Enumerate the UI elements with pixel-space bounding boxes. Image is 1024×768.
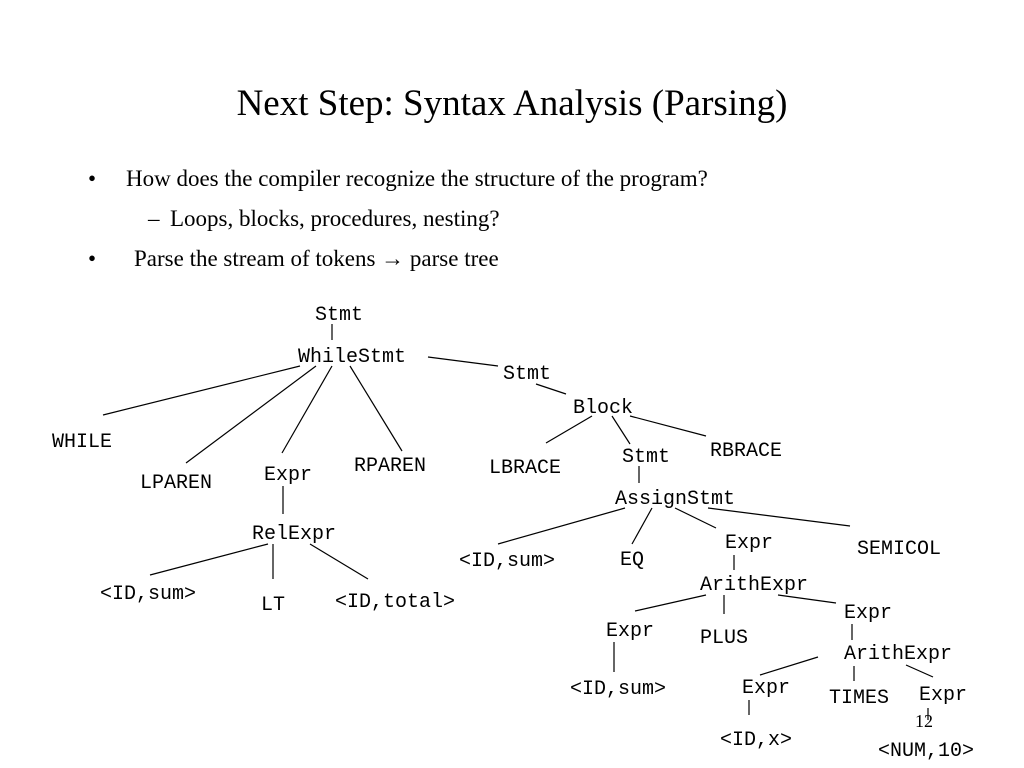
bullet-marker-3: • — [88, 246, 97, 271]
slide-title: Next Step: Syntax Analysis (Parsing) — [236, 83, 788, 124]
node-expr-assign: Expr — [725, 532, 773, 555]
node-num-10: <NUM,10> — [878, 740, 974, 763]
node-expr-left: Expr — [606, 620, 654, 643]
bullet-text-3: Parse the stream of tokens → parse tree — [134, 246, 499, 271]
node-while: WHILE — [52, 431, 112, 454]
node-expr-x: Expr — [742, 677, 790, 700]
node-assignstmt: AssignStmt — [615, 488, 735, 511]
node-expr-cond: Expr — [264, 464, 312, 487]
tree-edges — [102, 324, 934, 720]
node-whilestmt: WhileStmt — [298, 346, 406, 369]
node-id-sum-assign: <ID,sum> — [459, 550, 555, 573]
node-relexpr: RelExpr — [252, 523, 336, 546]
node-arithexpr-1: ArithExpr — [700, 574, 808, 597]
node-id-sum-rel: <ID,sum> — [100, 583, 196, 606]
page-number: 12 — [915, 711, 933, 731]
node-lparen: LPAREN — [140, 472, 212, 495]
node-id-sum-arith: <ID,sum> — [570, 678, 666, 701]
node-rbrace: RBRACE — [710, 440, 782, 463]
node-stmt-inner: Stmt — [622, 446, 670, 469]
node-expr-num: Expr — [919, 684, 967, 707]
tree-nodes: Stmt WhileStmt WHILE LPAREN Expr RPAREN … — [52, 304, 974, 763]
node-semicol: SEMICOL — [857, 538, 941, 561]
bullet-text-2: Loops, blocks, procedures, nesting? — [170, 206, 500, 231]
node-id-total: <ID,total> — [335, 591, 455, 614]
node-stmt-root: Stmt — [315, 304, 363, 327]
node-arithexpr-2: ArithExpr — [844, 643, 952, 666]
node-expr-right: Expr — [844, 602, 892, 625]
node-block: Block — [573, 397, 633, 420]
node-lt: LT — [261, 594, 285, 617]
bullet-marker-1: • — [88, 166, 97, 191]
node-rparen: RPAREN — [354, 455, 426, 478]
bullet-marker-2: – — [148, 206, 160, 231]
node-times: TIMES — [829, 687, 889, 710]
node-stmt-body: Stmt — [503, 363, 551, 386]
node-id-x: <ID,x> — [720, 729, 792, 752]
node-lbrace: LBRACE — [489, 457, 561, 480]
bullet-text-1: How does the compiler recognize the stru… — [126, 166, 708, 191]
node-plus: PLUS — [700, 627, 748, 650]
node-eq: EQ — [620, 549, 644, 572]
